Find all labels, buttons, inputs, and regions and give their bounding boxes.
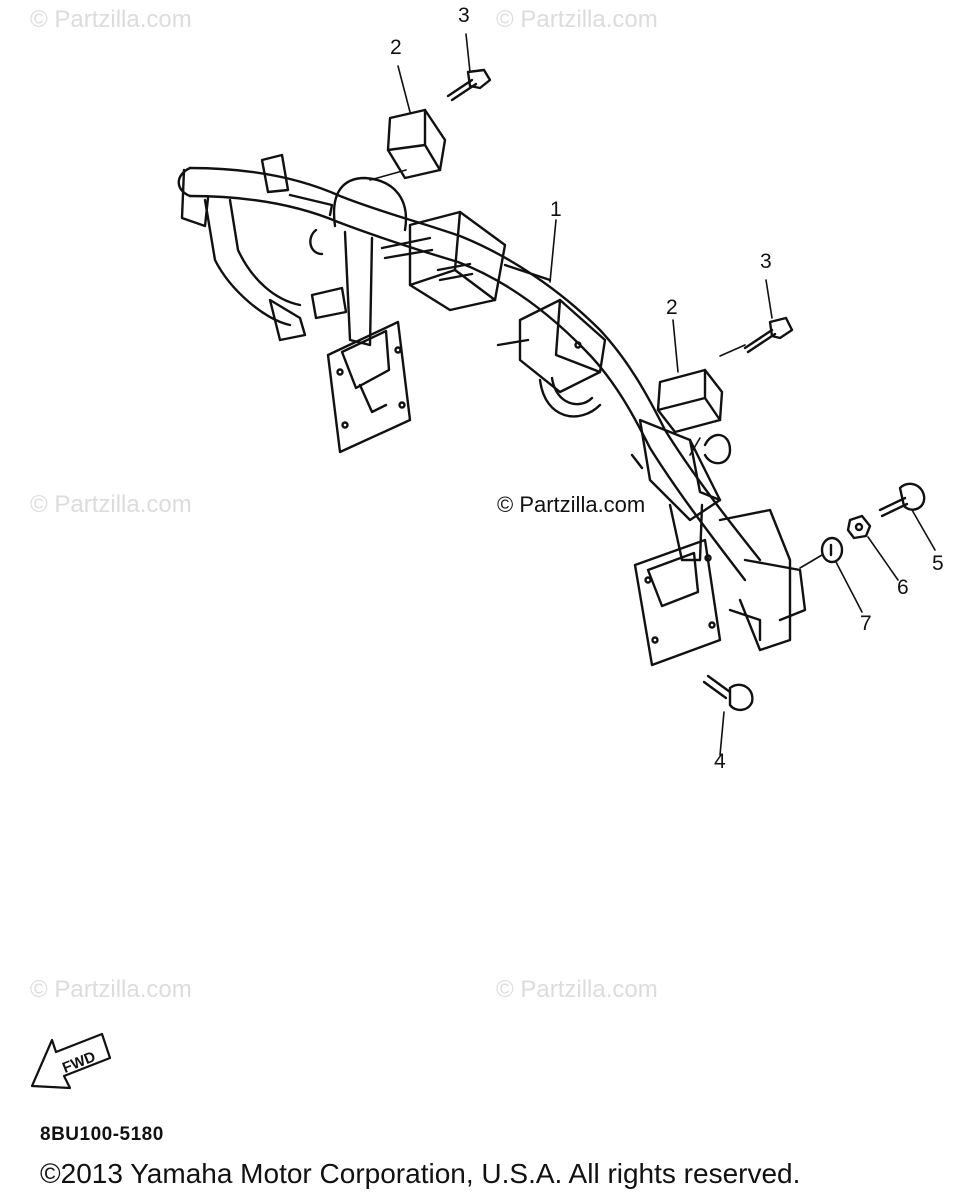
watermark: © Partzilla.com <box>496 976 658 1003</box>
callout-label: 5 <box>932 552 944 575</box>
callout-label: 2 <box>666 296 678 319</box>
right-bracket-and-plate <box>630 418 807 667</box>
leader-lines <box>369 33 936 756</box>
callout-label: 2 <box>390 36 402 59</box>
left-bracket <box>203 153 334 342</box>
part-4-bolt <box>702 674 754 712</box>
callout-label: 1 <box>550 198 562 221</box>
callout-label: 3 <box>458 4 470 27</box>
center-bracket <box>496 298 607 418</box>
center-watermark: © Partzilla.com <box>497 492 646 517</box>
fwd-arrow <box>30 1032 112 1090</box>
part-7-washer <box>820 536 844 564</box>
part-3-lower-bolt <box>743 316 794 354</box>
watermark: © Partzilla.com <box>30 976 192 1003</box>
part-6-nut <box>846 514 872 540</box>
watermark: © Partzilla.com <box>496 6 658 33</box>
callout-label: 4 <box>714 750 726 773</box>
watermark: © Partzilla.com <box>30 491 192 518</box>
part-3-upper-bolt <box>446 68 492 102</box>
part-5-bolt <box>878 482 926 518</box>
callout-label: 3 <box>760 250 772 273</box>
part-number: 8BU100-5180 <box>40 1124 164 1145</box>
center-mount <box>380 210 552 312</box>
part-2-lower <box>656 368 724 434</box>
part-2-upper <box>386 108 447 180</box>
watermark: © Partzilla.com <box>30 6 192 33</box>
callout-label: 6 <box>897 576 909 599</box>
copyright-notice: ©2013 Yamaha Motor Corporation, U.S.A. A… <box>40 1158 801 1189</box>
callout-label: 7 <box>860 612 872 635</box>
left-loop-and-plate <box>309 176 412 454</box>
